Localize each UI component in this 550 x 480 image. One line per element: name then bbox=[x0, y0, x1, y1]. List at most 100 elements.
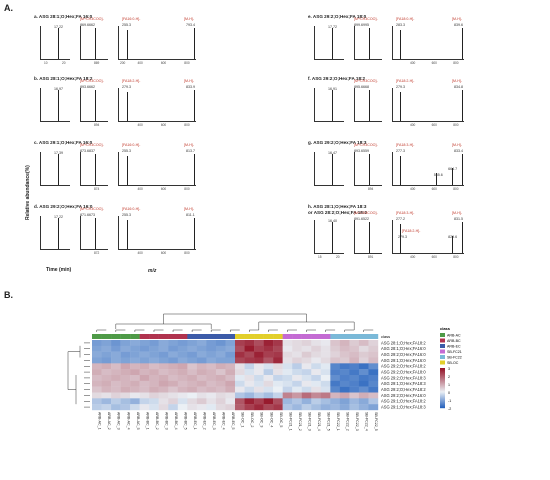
heatmap-cell bbox=[120, 345, 131, 352]
row-label: ASG 29:2;O;Hex;FA18:0 bbox=[381, 370, 426, 375]
heatmap-cell bbox=[215, 351, 226, 358]
spectrum-peak bbox=[369, 222, 370, 253]
heatmap-cell bbox=[330, 392, 341, 399]
x-tick-label: 10 bbox=[44, 61, 48, 65]
legend-item-label: SB-FC21 bbox=[447, 350, 462, 354]
heatmap-cell bbox=[101, 398, 112, 405]
class-bar-cell bbox=[130, 334, 140, 339]
heatmap-cell bbox=[311, 404, 321, 411]
heatmap-cell bbox=[120, 363, 131, 370]
column-label: SB-FC21_1 bbox=[288, 412, 292, 431]
heatmap-cell bbox=[187, 398, 198, 405]
extra-mz-label-2: 555.6 bbox=[433, 173, 443, 178]
fragment-ion-label: [FA18:3-H]- bbox=[396, 143, 415, 147]
chromatogram-plot bbox=[40, 88, 70, 122]
heatmap-cell bbox=[282, 398, 293, 405]
heatmap-cell bbox=[130, 380, 140, 387]
heatmap-cell bbox=[130, 369, 140, 376]
color-scale-segment bbox=[440, 392, 445, 394]
heatmap-cell bbox=[139, 375, 150, 382]
heatmap-cell bbox=[177, 380, 188, 387]
heatmap-cell bbox=[149, 398, 159, 405]
legend-item-label: ARB-BC bbox=[447, 339, 461, 343]
heatmap-cell bbox=[177, 375, 188, 382]
heatmap-cell bbox=[120, 398, 131, 405]
color-scale-segment bbox=[440, 400, 445, 402]
x-tick-label: 800 bbox=[453, 123, 459, 127]
color-scale-segment bbox=[440, 373, 445, 375]
extra-mz-label: 829.6 bbox=[448, 235, 458, 240]
precursor-ion-plot bbox=[354, 26, 382, 60]
color-scale-tick: 0 bbox=[448, 391, 450, 395]
molecular-ion-label: [M-H]- bbox=[184, 17, 194, 21]
heatmap-cell bbox=[149, 404, 159, 411]
class-bar-cell bbox=[368, 334, 379, 339]
heatmap-cell bbox=[320, 351, 331, 358]
heatmap-cell bbox=[349, 375, 360, 382]
column-label: ARB-EC_1 bbox=[193, 412, 197, 430]
precursor-ion-label: [M+CH3COO]- bbox=[80, 207, 104, 211]
fragment-spectrum-plot bbox=[118, 88, 196, 122]
heatmap-cell bbox=[368, 363, 379, 370]
heatmap-cell bbox=[273, 375, 283, 382]
class-bar-cell bbox=[282, 334, 293, 339]
fragment-ion-label-2: [FA18:2-H]- bbox=[402, 229, 421, 233]
panel-title: d. ASG 29:2;O;Hex;FA 16:0 bbox=[34, 204, 93, 209]
heatmap-cell bbox=[292, 369, 302, 376]
heatmap-cell bbox=[320, 380, 331, 387]
heatmap-cell bbox=[130, 404, 140, 411]
heatmap-cell bbox=[311, 357, 321, 364]
spectrum-peak bbox=[400, 30, 401, 59]
row-label: ASG 29:1;O;Hex;FA18:3 bbox=[381, 405, 426, 410]
heatmap-cell bbox=[263, 345, 274, 352]
heatmap-cell bbox=[292, 404, 302, 411]
precursor-ion-plot bbox=[354, 220, 382, 254]
heatmap-cell bbox=[215, 380, 226, 387]
color-scale-segment bbox=[440, 405, 445, 407]
panel-title: g. ASG 29:2;O;Hex;FA 18:3 bbox=[308, 140, 367, 145]
color-scale-segment bbox=[440, 393, 445, 395]
spectrum-peak bbox=[462, 89, 463, 121]
heatmap-cell bbox=[301, 392, 312, 399]
heatmap-cell bbox=[168, 357, 178, 364]
heatmap-cell bbox=[196, 357, 207, 364]
legend-swatch bbox=[440, 360, 445, 365]
heatmap-cell bbox=[349, 386, 360, 393]
heatmap-cell bbox=[349, 363, 360, 370]
fragment-spectrum-plot bbox=[392, 88, 464, 122]
heatmap-cell bbox=[330, 357, 341, 364]
x-tick-label: 600 bbox=[160, 61, 167, 65]
heatmap-cell bbox=[368, 357, 379, 364]
precursor-mz-label: 893.6559 bbox=[354, 149, 369, 153]
heatmap-cell bbox=[196, 398, 207, 405]
heatmap-cell bbox=[301, 404, 312, 411]
color-scale-segment bbox=[440, 376, 445, 378]
heatmap-cell bbox=[168, 369, 178, 376]
precursor-ion-plot bbox=[80, 152, 108, 186]
heatmap-cell bbox=[273, 345, 283, 352]
precursor-mz-label: 895.6668 bbox=[354, 85, 369, 89]
heatmap-cell bbox=[225, 375, 236, 382]
heatmap-cell bbox=[168, 386, 178, 393]
heatmap-cell bbox=[301, 386, 312, 393]
color-scale-segment bbox=[440, 395, 445, 397]
heatmap-cell bbox=[92, 375, 102, 382]
heatmap-cell bbox=[120, 404, 131, 411]
heatmap-cell bbox=[235, 369, 245, 376]
heatmap-cell bbox=[196, 369, 207, 376]
heatmap-cell bbox=[235, 380, 245, 387]
heatmap-cell bbox=[368, 386, 379, 393]
heatmap-cell bbox=[244, 392, 255, 399]
heatmap-cell bbox=[206, 340, 217, 347]
class-bar-cell bbox=[196, 334, 207, 339]
color-scale-segment bbox=[440, 381, 445, 383]
column-label: ARB-AC_2 bbox=[107, 412, 111, 430]
molecular-ion-label: [M-H]- bbox=[452, 17, 462, 21]
chromatogram-plot bbox=[40, 152, 70, 186]
chromatogram-plot bbox=[314, 152, 344, 186]
heatmap-cell bbox=[349, 340, 360, 347]
row-label: ASG 29:1;O;Hex;FA18:3 bbox=[381, 381, 426, 386]
molecular-mz-label: 813.7 bbox=[186, 149, 195, 153]
heatmap-cell bbox=[244, 363, 255, 370]
column-label: SB-OC_2 bbox=[250, 412, 254, 427]
